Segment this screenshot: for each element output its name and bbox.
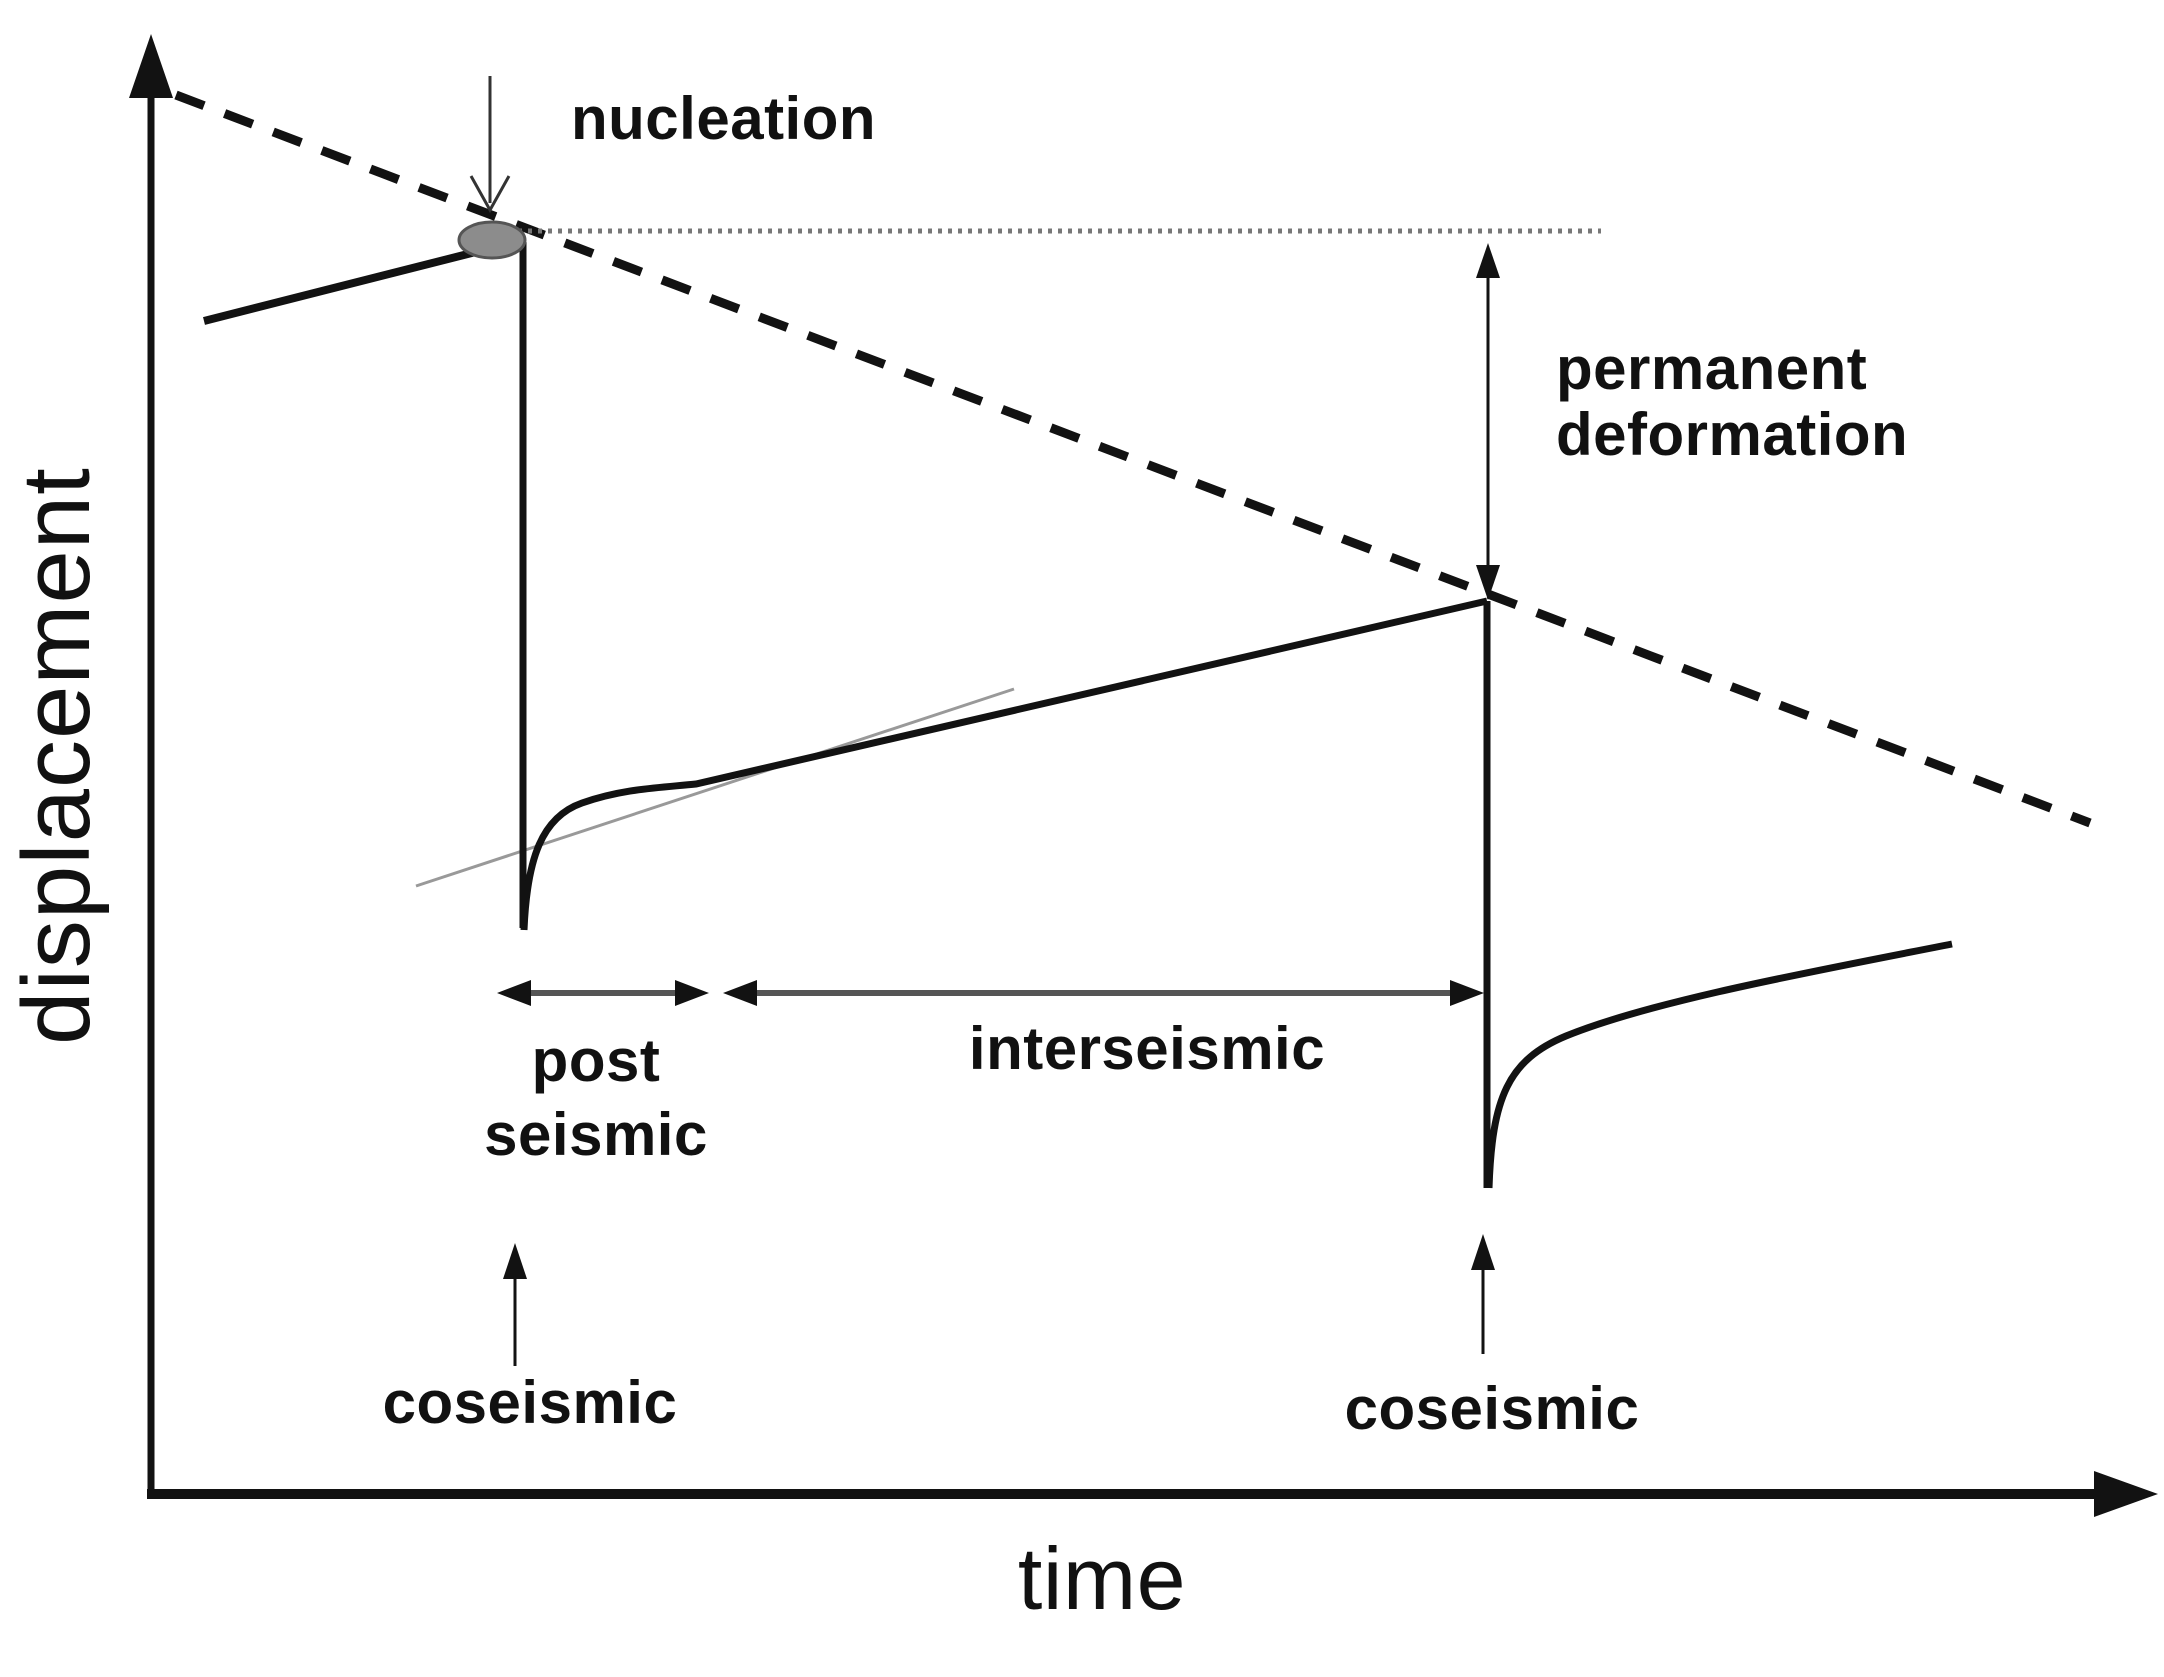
x-axis-label: time [1017,1529,1187,1628]
permanent-deformation-label: permanent deformation [1556,336,1908,468]
gray-trend-line [415,687,1015,888]
permanent-deformation-line1: permanent [1556,335,1868,402]
postseismic-span-arrowhead-right [675,980,709,1006]
y-axis-label: displacement [3,467,110,1045]
permanent-deformation-arrowhead-top [1476,243,1500,278]
dashed-threshold-line [174,90,2092,828]
interseismic-span-arrowhead-left [723,980,757,1006]
x-axis-arrowhead [2094,1471,2158,1517]
post-seismic-label: post seismic [484,1024,708,1172]
nucleation-pointer-arrowhead [469,175,511,214]
post-seismic-line2: seismic [484,1101,708,1168]
postseismic-interseismic-curve [520,597,1488,931]
permanent-deformation-arrowhead-bottom [1476,565,1500,600]
coseismic-second-label: coseismic [1344,1375,1640,1442]
coseismic-first-label: coseismic [382,1369,678,1436]
postseismic-curve-2 [1485,940,1953,1189]
interseismic-label: interseismic [968,1015,1326,1082]
preseismic-loading-line [203,237,520,325]
coseismic-pointer-arrowhead-1 [503,1243,527,1279]
postseismic-span-arrowhead-left [497,980,531,1006]
nucleation-point-marker [457,220,527,260]
nucleation-label: nucleation [571,85,877,152]
permanent-deformation-line2: deformation [1556,401,1909,468]
coseismic-pointer-arrowhead-2 [1471,1234,1495,1270]
y-axis-arrowhead [129,34,173,98]
interseismic-span-arrowhead-right [1450,980,1484,1006]
post-seismic-line1: post [531,1027,661,1094]
